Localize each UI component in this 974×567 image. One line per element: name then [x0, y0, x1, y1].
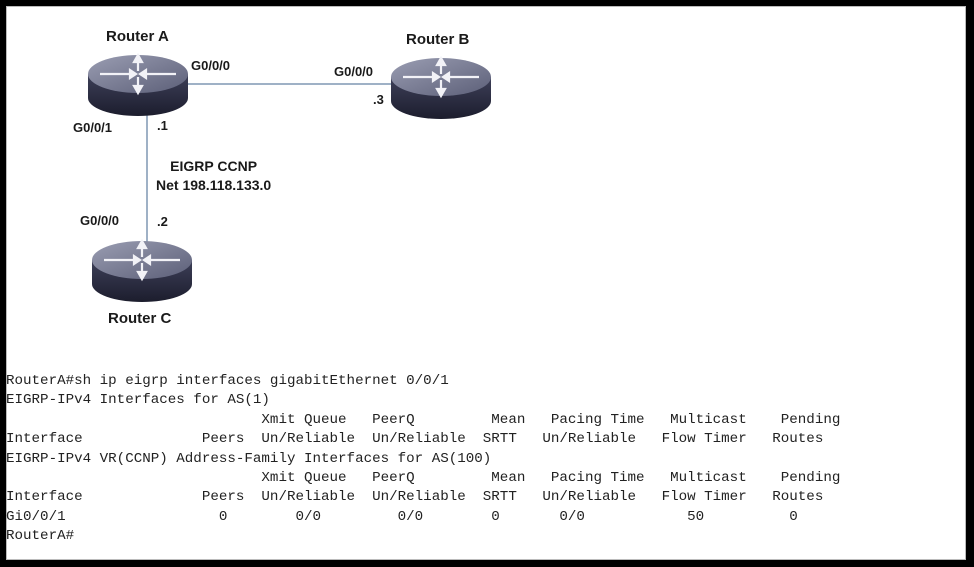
cli-header1-line1: Xmit Queue PeerQ Mean Pacing Time Multic…	[6, 411, 841, 428]
router-a-label: Router A	[106, 28, 169, 45]
router-a-icon	[88, 53, 188, 116]
cli-section2-title: EIGRP-IPv4 VR(CCNP) Address-Family Inter…	[6, 450, 492, 467]
cli-header1-line2: Interface Peers Un/Reliable Un/Reliable …	[6, 431, 824, 448]
cli-data-row: Gi0/0/1 0 0/0 0/0 0 0/0 50 0	[6, 508, 798, 525]
cli-output: RouterA#sh ip eigrp interfaces gigabitEt…	[6, 372, 840, 547]
router-c-label: Router C	[108, 310, 172, 327]
cli-prompt: RouterA#	[6, 528, 75, 545]
router-b-icon	[391, 56, 491, 119]
cli-header2-line2: Interface Peers Un/Reliable Un/Reliable …	[6, 489, 824, 506]
network-protocol: EIGRP CCNP	[170, 158, 258, 174]
router-b-host-label: .3	[373, 92, 384, 107]
router-a-host-label: .1	[157, 118, 168, 133]
link-a-c	[146, 112, 148, 242]
cli-section1-title: EIGRP-IPv4 Interfaces for AS(1)	[6, 392, 270, 409]
router-b-label: Router B	[406, 31, 470, 48]
router-a-g000-label: G0/0/0	[191, 58, 231, 73]
router-c-host-label: .2	[157, 214, 168, 229]
link-a-b	[185, 83, 395, 85]
router-c-g000-label: G0/0/0	[80, 213, 120, 228]
router-a-g001-label: G0/0/1	[73, 120, 113, 135]
cli-command: RouterA#sh ip eigrp interfaces gigabitEt…	[6, 373, 449, 389]
router-b-g000-label: G0/0/0	[334, 64, 374, 79]
router-c-icon	[92, 239, 192, 302]
network-address: Net 198.118.133.0	[156, 177, 272, 193]
cli-header2-line1: Xmit Queue PeerQ Mean Pacing Time Multic…	[6, 469, 841, 486]
network-label: EIGRP CCNP Net 198.118.133.0	[156, 157, 271, 195]
